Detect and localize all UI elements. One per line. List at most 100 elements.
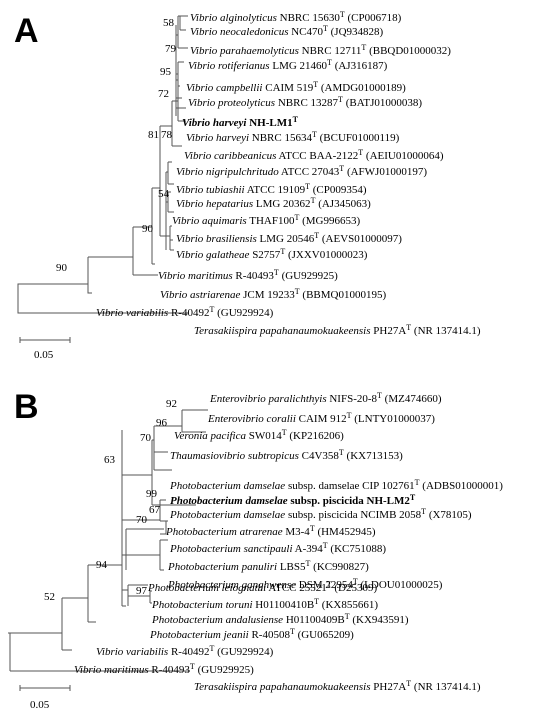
strain-name: SW014: [246, 430, 282, 442]
strain-name: subsp. piscicida NH-LM2: [288, 495, 411, 507]
species-name: Terasakiispira papahanaumokuakeensis: [194, 681, 371, 693]
panel-label-a: A: [14, 12, 39, 50]
accession-number: (GU929925): [195, 664, 254, 676]
type-strain-mark: T: [280, 247, 285, 256]
type-strain-mark: T: [209, 305, 214, 314]
bootstrap-value: 79: [165, 43, 177, 55]
type-strain-mark: T: [377, 391, 382, 400]
accession-number: (X78105): [426, 509, 472, 521]
type-strain-mark: T: [293, 115, 299, 124]
type-strain-mark: T: [361, 43, 366, 52]
taxon-label: Enterovibrio coralii CAIM 912T (LNTY0100…: [207, 411, 435, 425]
taxon-label: Photobacterium damselae subsp. piscicida…: [170, 493, 416, 507]
type-strain-mark: T: [314, 231, 319, 240]
taxon-label: Vibrio proteolyticus NBRC 13287T (BATJ01…: [188, 95, 422, 109]
type-strain-mark: T: [345, 612, 350, 621]
tree-a-branches: [17, 15, 188, 314]
taxon-label: Photobacterium toruni H01100410BT (KX855…: [151, 597, 378, 611]
taxon-label: Vibrio brasiliensis LMG 20546T (AEVS0100…: [176, 231, 402, 245]
bootstrap-value: 92: [166, 398, 177, 410]
taxon-label: Terasakiispira papahanaumokuakeensis PH2…: [194, 679, 481, 693]
accession-number: (GU065209): [295, 629, 354, 641]
taxon-label: Vibrio neocaledonicus NC470T (JQ934828): [190, 24, 384, 38]
species-name: Vibrio nigripulchritudo: [176, 166, 279, 178]
accession-number: (D25309): [332, 582, 378, 594]
strain-name: LBS5: [277, 561, 306, 573]
strain-name: CAIM 519: [262, 82, 313, 94]
species-name: Vibrio proteolyticus: [188, 97, 275, 109]
strain-name: H01100409B: [283, 614, 345, 626]
taxon-label: Vibrio maritimus R-40493T (GU929925): [74, 662, 254, 676]
taxon-label: Vibrio alginolyticus NBRC 15630T (CP0067…: [190, 10, 402, 24]
type-strain-mark: T: [294, 213, 299, 222]
bootstrap-value: 96: [156, 417, 168, 429]
strain-name: NBRC 15634: [249, 132, 312, 144]
species-name: Vibrio caribbeanicus: [184, 150, 276, 162]
bootstrap-value: 99: [146, 488, 158, 500]
taxon-label: Photobacterium sanctipauli A-394T (KC751…: [169, 541, 386, 555]
taxon-label: Veronia pacifica SW014T (KP216206): [174, 428, 344, 442]
type-strain-mark: T: [406, 679, 411, 688]
type-strain-mark: T: [282, 428, 287, 437]
type-strain-mark: T: [305, 182, 310, 191]
bootstrap-value: 58: [163, 17, 175, 29]
accession-number: (KC990827): [310, 561, 369, 573]
bootstrap-value: 95: [160, 66, 172, 78]
species-name: Photobacterium damselae: [169, 509, 285, 521]
species-name: Vibrio harveyi: [182, 117, 247, 129]
strain-name: A-394: [293, 543, 324, 555]
type-strain-mark: T: [311, 196, 316, 205]
accession-number: (GU929924): [214, 646, 273, 658]
accession-number: (KX855661): [319, 599, 378, 611]
type-strain-mark: T: [190, 662, 195, 671]
accession-number: (CP006718): [345, 12, 402, 24]
taxon-label: Vibrio variabilis R-40492T (GU929924): [96, 305, 274, 319]
bootstrap-value: 97: [136, 585, 148, 597]
type-strain-mark: T: [323, 24, 328, 33]
type-strain-mark: T: [290, 627, 295, 636]
taxon-label: Vibrio campbellii CAIM 519T (AMDG0100018…: [186, 80, 406, 94]
taxon-label: Photobacterium atrarenae M3-4T (HM452945…: [165, 524, 376, 538]
type-strain-mark: T: [295, 287, 300, 296]
strain-name: THAF100: [247, 215, 295, 227]
accession-number: (GU929925): [279, 270, 338, 282]
bootstrap-value: 52: [44, 591, 55, 603]
species-name: Photobacterium leiognathi: [147, 582, 266, 594]
taxon-label: Vibrio caribbeanicus ATCC BAA-2122T (AEI…: [184, 148, 444, 162]
taxon-label: Photobacterium panuliri LBS5T (KC990827): [167, 559, 369, 573]
type-strain-mark: T: [323, 541, 328, 550]
type-strain-mark: T: [306, 559, 311, 568]
taxon-label: Photobacterium jeanii R-40508T (GU065209…: [149, 627, 354, 641]
species-name: Photobacterium ganghwense: [167, 579, 296, 591]
type-strain-mark: T: [274, 268, 279, 277]
type-strain-mark: T: [347, 411, 352, 420]
taxon-label: Vibrio harveyi NBRC 15634T (BCUF01000119…: [186, 130, 400, 144]
accession-number: (KP216206): [287, 430, 344, 442]
species-name: Vibrio maritimus: [74, 664, 149, 676]
strain-name: NC470: [288, 26, 323, 38]
strain-name: C4V358: [299, 450, 340, 462]
strain-name: ATCC 27043: [279, 166, 340, 178]
strain-name: subsp. damselae CIP 102761: [285, 480, 414, 492]
scale-label-a: 0.05: [34, 349, 54, 361]
strain-name: LMG 21460: [270, 60, 328, 72]
accession-number: (MZ474660): [382, 393, 442, 405]
accession-number: (AFWJ01000197): [344, 166, 427, 178]
accession-number: (AJ345063): [315, 198, 371, 210]
strain-name: H01100410B: [253, 599, 315, 611]
type-strain-mark: T: [353, 577, 358, 586]
accession-number: (GU929924): [214, 307, 273, 319]
bootstrap-value: 90: [56, 262, 68, 274]
taxon-label: Photobacterium damselae subsp. damselae …: [169, 478, 503, 492]
species-name: Vibrio harveyi: [186, 132, 249, 144]
taxon-label: Vibrio hepatarius LMG 20362T (AJ345063): [176, 196, 371, 210]
strain-name: PH27A: [371, 681, 407, 693]
type-strain-mark: T: [338, 95, 343, 104]
strain-name: LMG 20546: [257, 233, 315, 245]
strain-name: M3-4: [283, 526, 311, 538]
accession-number: (BATJ01000038): [343, 97, 422, 109]
species-name: Enterovibrio paralichthyis: [209, 393, 327, 405]
taxon-label: Photobacterium damselae subsp. piscicida…: [169, 507, 472, 521]
bootstrap-value: 70: [140, 432, 152, 444]
